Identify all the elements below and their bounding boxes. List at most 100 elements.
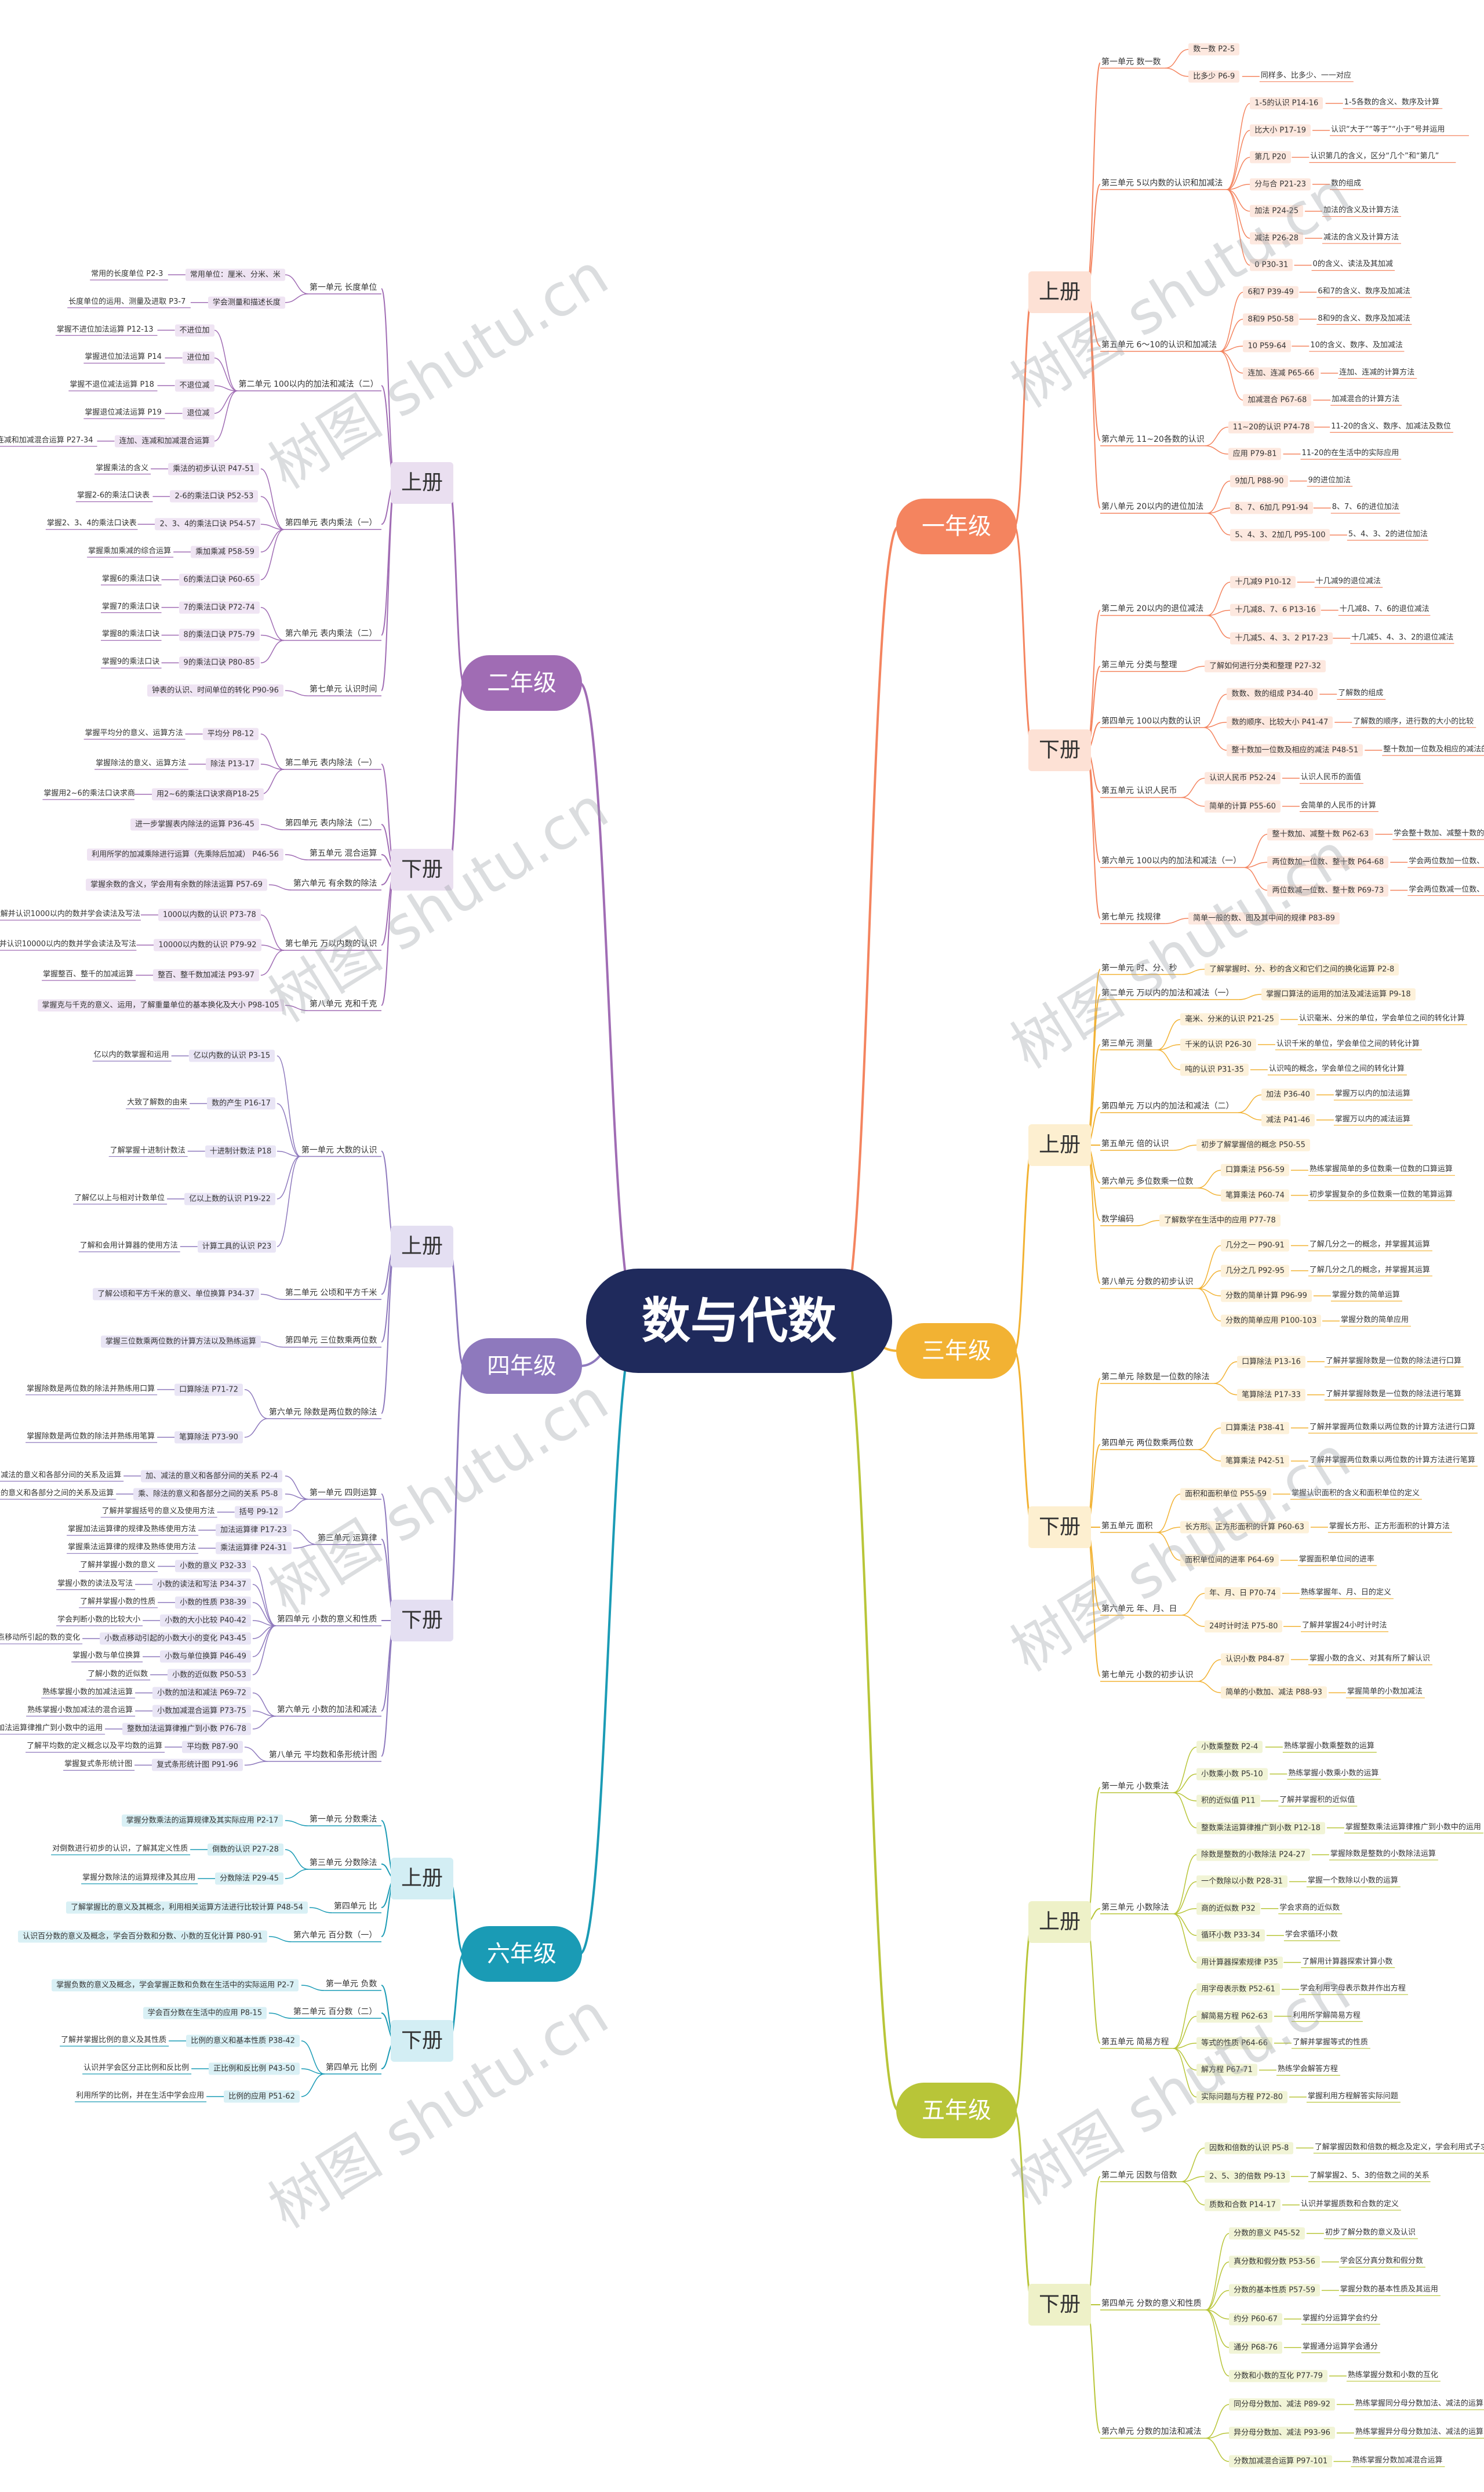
topic-node[interactable]: 9的乘法口诀 P80-85	[179, 656, 260, 669]
leaf-node[interactable]: 大致了解数的由来	[127, 1098, 188, 1107]
unit-node[interactable]: 第七单元 小数的初步认识	[1101, 1670, 1194, 1680]
topic-node[interactable]: 5、4、3、2加几 P95-100	[1230, 529, 1330, 542]
root-node[interactable]: 数与代数	[585, 1269, 893, 1373]
topic-node[interactable]: 6和7 P39-49	[1243, 286, 1298, 299]
topic-node[interactable]: 连加、连减 P65-66	[1243, 367, 1319, 380]
topic-node[interactable]: 加、减法的意义和各部分间的关系 P2-4	[141, 1470, 283, 1483]
leaf-node[interactable]: 掌握长方形、正方形面积的计算方法	[1329, 1521, 1450, 1531]
unit-node[interactable]: 第七单元 万以内数的认识	[285, 939, 377, 949]
topic-node[interactable]: 用字母表示数 P52-61	[1196, 1983, 1280, 1996]
topic-node[interactable]: 减法 P41-46	[1261, 1114, 1315, 1127]
leaf-node[interactable]: 了解小数的近似数	[88, 1669, 148, 1679]
topic-node[interactable]: 口算乘法 P56-59	[1221, 1164, 1289, 1176]
unit-node[interactable]: 第八单元 20以内的进位加法	[1101, 502, 1204, 512]
leaf-node[interactable]: 熟练掌握乘、除法的意义和各部分之间的关系及运算	[0, 1488, 114, 1498]
unit-node[interactable]: 第四单元 比例	[325, 2063, 377, 2073]
unit-node[interactable]: 第三单元 分类与整理	[1101, 660, 1177, 670]
leaf-node[interactable]: 学会利用字母表示数并作出方程	[1300, 1984, 1406, 1993]
topic-node[interactable]: 几分之几 P92-95	[1221, 1265, 1289, 1277]
unit-node[interactable]: 第四单元 分数的意义和性质	[1101, 2299, 1202, 2309]
leaf-node[interactable]: 了解平均数的定义概念以及平均数的运算	[27, 1742, 163, 1751]
leaf-node[interactable]: 掌握除数是两位数的除法并熟练用笔算	[27, 1432, 155, 1441]
leaf-node[interactable]: 掌握6的乘法口诀	[102, 574, 160, 583]
topic-node[interactable]: 0 P30-31	[1250, 259, 1293, 271]
unit-node[interactable]: 第三单元 分数除法	[309, 1858, 377, 1868]
topic-node[interactable]: 小数乘小数 P5-10	[1196, 1768, 1268, 1781]
topic-node[interactable]: 小数的大小比较 P40-42	[160, 1614, 251, 1627]
topic-node[interactable]: 长方形、正方形面积的计算 P60-63	[1180, 1521, 1309, 1534]
leaf-node[interactable]: 了解数的组成	[1338, 689, 1384, 698]
leaf-node[interactable]: 利用所学解简易方程	[1292, 2011, 1361, 2020]
topic-node[interactable]: 分数和小数的互化 P77-79	[1229, 2370, 1327, 2382]
topic-node[interactable]: 除法 P13-17	[206, 758, 259, 771]
leaf-node[interactable]: 1-5各数的含义、数序及计算	[1344, 98, 1439, 107]
topic-node[interactable]: 学会百分数在生活中的应用 P8-15	[143, 2007, 267, 2019]
topic-node[interactable]: 掌握负数的意义及概念，学会掌握正数和负数在生活中的实际运用 P2-7	[52, 1979, 299, 1992]
topic-node[interactable]: 进位加	[182, 351, 214, 364]
leaf-node[interactable]: 0的含义、读法及其加减	[1312, 260, 1393, 269]
leaf-node[interactable]: 认识毫米、分米的单位，学会单位之间的转化计算	[1298, 1014, 1465, 1023]
topic-node[interactable]: 括号 P9-12	[234, 1506, 283, 1519]
leaf-node[interactable]: 熟练掌握小数的加减法运算	[42, 1687, 133, 1697]
unit-node[interactable]: 第四单元 表内乘法（一）	[285, 518, 377, 528]
topic-node[interactable]: 简单一般的数、图及其中间的规律 P83-89	[1188, 912, 1340, 925]
topic-node[interactable]: 同分母分数加、减法 P89-92	[1229, 2398, 1335, 2411]
topic-node[interactable]: 认识小数 P84-87	[1221, 1653, 1289, 1666]
topic-node[interactable]: 毫米、分米的认识 P21-25	[1180, 1013, 1279, 1026]
unit-node[interactable]: 第一单元 四则运算	[309, 1488, 377, 1498]
topic-node[interactable]: 小数的性质 P38-39	[175, 1596, 251, 1609]
topic-node[interactable]: 分与合 P21-23	[1250, 178, 1311, 191]
leaf-node[interactable]: 熟练掌握简单的多位数乘一位数的口算运算	[1309, 1165, 1453, 1174]
topic-node[interactable]: 小数加减混合运算 P73-75	[152, 1705, 251, 1717]
topic-node[interactable]: 乘、除法的意义和各部分之间的关系 P5-8	[133, 1488, 283, 1501]
leaf-node[interactable]: 掌握8的乘法口诀	[102, 630, 160, 639]
topic-node[interactable]: 2、3、4的乘法口诀 P54-57	[155, 518, 261, 531]
leaf-node[interactable]: 认识并掌握质数和合数的定义	[1300, 2199, 1399, 2208]
topic-node[interactable]: 倒数的认识 P27-28	[208, 1843, 283, 1856]
topic-node[interactable]: 除数是整数的小数除法 P24-27	[1196, 1848, 1310, 1861]
leaf-node[interactable]: 掌握乘法的含义	[96, 463, 149, 473]
unit-node[interactable]: 第一单元 分数乘法	[309, 1815, 377, 1825]
leaf-node[interactable]: 掌握一个数除以小数的运算	[1307, 1876, 1398, 1886]
topic-node[interactable]: 不进位加	[174, 324, 214, 337]
leaf-node[interactable]: 掌握小数与单位换算	[72, 1651, 141, 1661]
topic-node[interactable]: 认识人民币 P52-24	[1205, 772, 1281, 784]
topic-node[interactable]: 小数的意义 P32-33	[175, 1560, 251, 1572]
unit-node[interactable]: 第四单元 表内除法（二）	[285, 819, 377, 829]
topic-node[interactable]: 整数加法运算律推广到小数 P76-78	[122, 1723, 251, 1735]
topic-node[interactable]: 面积单位间的进率 P64-69	[1180, 1554, 1279, 1567]
topic-node[interactable]: 加减混合 P67-68	[1243, 394, 1312, 406]
topic-node[interactable]: 正比例和反比例 P43-50	[209, 2062, 300, 2075]
topic-node[interactable]: 笔算除法 P73-90	[174, 1431, 243, 1444]
volume-g4-up[interactable]: 上册	[390, 1226, 454, 1267]
topic-node[interactable]: 1000以内数的认识 P73-78	[158, 909, 261, 921]
leaf-node[interactable]: 了解并掌握小数的性质	[80, 1597, 156, 1606]
topic-node[interactable]: 6的乘法口诀 P60-65	[179, 573, 260, 586]
topic-node[interactable]: 了解如何进行分类和整理 P27-32	[1205, 660, 1326, 673]
leaf-node[interactable]: 掌握退位减法运算 P19	[85, 408, 162, 417]
unit-node[interactable]: 第六单元 小数的加法和减法	[277, 1705, 377, 1715]
leaf-node[interactable]: 了解并掌握小数的意义	[80, 1561, 156, 1570]
topic-node[interactable]: 一个数除以小数 P28-31	[1196, 1875, 1287, 1888]
topic-node[interactable]: 整百、整千数加减法 P93-97	[153, 969, 259, 982]
topic-node[interactable]: 年、月、日 P70-74	[1205, 1587, 1281, 1600]
topic-node[interactable]: 钟表的认识、时间单位的转化 P90-96	[147, 684, 283, 697]
leaf-node[interactable]: 整十数加一位数及相应的减法的运用	[1383, 744, 1484, 754]
topic-node[interactable]: 了解数学在生活中的应用 P77-78	[1159, 1214, 1281, 1227]
topic-node[interactable]: 笔算乘法 P60-74	[1221, 1189, 1289, 1202]
topic-node[interactable]: 十几减8、7、6 P13-16	[1230, 604, 1321, 616]
leaf-node[interactable]: 了解亿以上与相对计数单位	[74, 1193, 165, 1203]
topic-node[interactable]: 小数点移动引起的小数大小的变化 P43-45	[100, 1632, 251, 1645]
leaf-node[interactable]: 了解小数点移动所引起的数的变化	[0, 1633, 81, 1642]
leaf-node[interactable]: 掌握2-6的乘法口诀表	[77, 491, 150, 500]
leaf-node[interactable]: 掌握除数是两位数的除法并熟练用口算	[27, 1384, 155, 1393]
unit-node[interactable]: 第六单元 多位数乘一位数	[1101, 1177, 1194, 1187]
leaf-node[interactable]: 初步了解分数的意义及认识	[1325, 2228, 1416, 2237]
leaf-node[interactable]: 掌握除法的意义、运算方法	[96, 758, 187, 768]
unit-node[interactable]: 第四单元 比	[333, 1902, 377, 1912]
grade-node-g2[interactable]: 二年级	[461, 655, 582, 711]
leaf-node[interactable]: 掌握平均分的意义、运算方法	[85, 728, 183, 738]
unit-node[interactable]: 第四单元 万以内的加法和减法（二）	[1101, 1102, 1234, 1111]
topic-node[interactable]: 比多少 P6-9	[1188, 70, 1240, 83]
leaf-node[interactable]: 学会求商的近似数	[1279, 1903, 1340, 1912]
